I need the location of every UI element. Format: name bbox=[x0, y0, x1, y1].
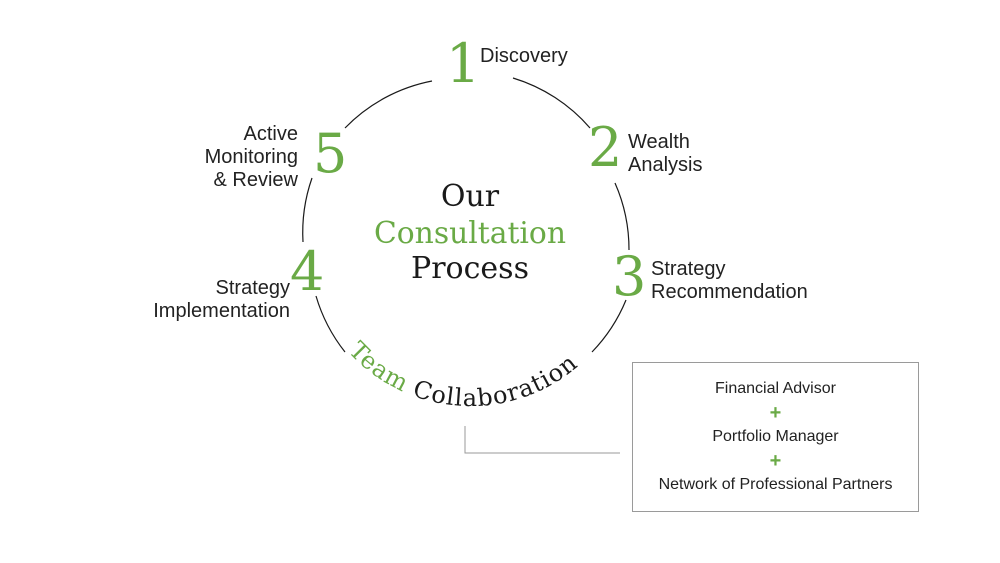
step-5-label-line3: & Review bbox=[214, 169, 299, 191]
step-1-label: Discovery bbox=[480, 45, 568, 67]
connector-line bbox=[464, 426, 620, 454]
circle-arc-5-1 bbox=[344, 80, 433, 129]
plus-icon: + bbox=[769, 402, 782, 424]
team-members-box: Financial Advisor + Portfolio Manager + … bbox=[632, 362, 919, 512]
circle-arc-4-5 bbox=[302, 177, 313, 243]
arc-text-team: Team bbox=[344, 336, 414, 397]
center-title-consultation: Consultation bbox=[374, 216, 566, 251]
step-2-number: 2 bbox=[588, 116, 622, 179]
step-1-number: 1 bbox=[446, 32, 480, 95]
step-3-number: 3 bbox=[612, 245, 646, 308]
step-4-label-line1: Strategy bbox=[216, 277, 290, 299]
team-member-network-partners: Network of Professional Partners bbox=[658, 476, 893, 493]
plus-icon: + bbox=[769, 450, 782, 472]
step-4-number: 4 bbox=[290, 240, 324, 303]
circle-arc-2-3 bbox=[614, 182, 630, 251]
step-5-label-line1: Active bbox=[244, 123, 298, 145]
team-member-financial-advisor: Financial Advisor bbox=[715, 380, 836, 397]
step-2-label-line1: Wealth bbox=[628, 131, 690, 153]
center-title-our: Our bbox=[441, 179, 500, 214]
team-member-portfolio-manager: Portfolio Manager bbox=[712, 428, 839, 445]
center-title-process: Process bbox=[411, 251, 529, 286]
circle-arc-3-bottom bbox=[591, 299, 627, 353]
team-collaboration-arc-text: Team Collaboration bbox=[344, 336, 583, 412]
step-5-number: 5 bbox=[313, 122, 347, 185]
circle-arc-bottom-4 bbox=[315, 295, 346, 353]
circle-arc-1-2 bbox=[512, 77, 591, 129]
step-3-label-line1: Strategy bbox=[651, 258, 725, 280]
step-5-label-line2: Monitoring bbox=[205, 146, 298, 168]
step-2-label-line2: Analysis bbox=[628, 154, 702, 176]
arc-text-collaboration: Collaboration bbox=[410, 348, 583, 412]
step-4-label-line2: Implementation bbox=[153, 300, 290, 322]
step-3-label-line2: Recommendation bbox=[651, 281, 808, 303]
